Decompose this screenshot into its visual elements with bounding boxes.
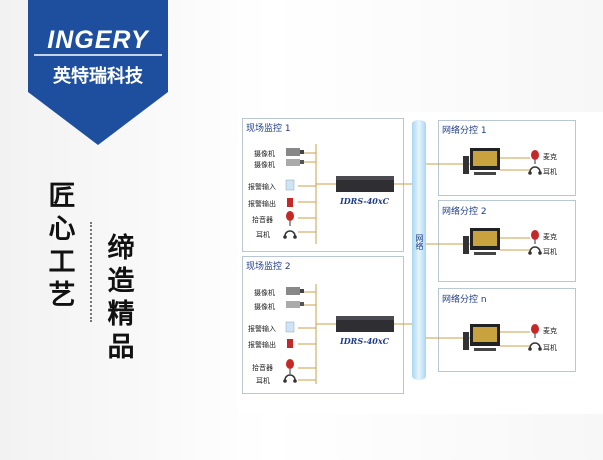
pickup-label: 拾音器 [252, 216, 273, 224]
earphone-icon [283, 374, 297, 383]
site-title-1: 现场监控 1 [246, 124, 291, 134]
center-box-n [438, 288, 576, 372]
alarm-output-label: 报警输出 [248, 341, 276, 349]
device-label: IDRS-40xC [340, 196, 389, 206]
diagram-graphics [283, 144, 542, 384]
microphone-icon [531, 230, 539, 244]
alarm-output-label: 报警输出 [248, 200, 276, 208]
recorder-device-icon [336, 176, 394, 192]
center-title-n: 网络分控 n [442, 295, 487, 305]
earphone-label: 耳机 [543, 344, 557, 352]
workstation-icon [463, 324, 500, 351]
camera-label: 摄像机 [254, 161, 275, 169]
slogan-divider [90, 222, 92, 322]
slogan-right: 缔 造 精 品 [104, 232, 138, 364]
recorder-device-icon [336, 316, 394, 332]
company-name: 英特瑞科技 [53, 66, 143, 87]
earphone-icon [528, 342, 542, 351]
earphone-icon [283, 230, 297, 239]
earphone-label: 耳机 [256, 377, 270, 385]
camera-icon [286, 159, 304, 166]
earphone-label: 耳机 [543, 248, 557, 256]
slogan-left: 匠 心 工 艺 [45, 180, 79, 312]
slogan-char: 工 [48, 247, 76, 278]
camera-label: 摄像机 [254, 303, 275, 311]
network-bus [412, 120, 426, 380]
mic-label: 麦克 [543, 153, 557, 161]
microphone-icon [531, 150, 539, 164]
center-title-2: 网络分控 2 [442, 207, 487, 217]
system-diagram: 网络 [238, 112, 603, 414]
alarm-input-label: 报警输入 [248, 183, 276, 191]
pickup-mic-icon [286, 211, 294, 226]
pickup-mic-icon [286, 359, 294, 374]
center-title-1: 网络分控 1 [442, 126, 487, 136]
microphone-icon [531, 324, 539, 338]
workstation-icon [463, 228, 500, 255]
slogan-char: 品 [107, 332, 135, 363]
camera-icon [286, 301, 304, 308]
alarm-input-label: 报警输入 [248, 325, 276, 333]
slogan-char: 心 [48, 214, 76, 245]
device-label: IDRS-40xC [340, 336, 389, 346]
workstation-icon [463, 148, 500, 175]
center-box-2 [438, 200, 576, 282]
mic-label: 麦克 [543, 327, 557, 335]
alarm-output-icon [287, 198, 293, 207]
camera-label: 摄像机 [254, 289, 275, 297]
earphone-icon [528, 166, 542, 175]
slogan-char: 造 [107, 266, 135, 297]
earphone-icon [528, 246, 542, 255]
alarm-input-icon [285, 179, 295, 191]
site-title-2: 现场监控 2 [246, 262, 291, 272]
brand-banner [28, 0, 168, 145]
camera-label: 摄像机 [254, 150, 275, 158]
earphone-label: 耳机 [543, 168, 557, 176]
alarm-input-icon [285, 321, 295, 333]
mic-label: 麦克 [543, 233, 557, 241]
camera-icon [286, 148, 304, 156]
camera-icon [286, 287, 304, 295]
pickup-label: 拾音器 [252, 364, 273, 372]
slogan-char: 匠 [48, 181, 76, 212]
alarm-output-icon [287, 339, 293, 348]
brand-logo: INGERY [47, 26, 149, 54]
earphone-label: 耳机 [256, 231, 270, 239]
slogan-char: 精 [107, 299, 135, 330]
network-label: 网络 [415, 234, 424, 250]
slogan-char: 艺 [48, 280, 76, 311]
slogan-char: 缔 [107, 233, 135, 264]
